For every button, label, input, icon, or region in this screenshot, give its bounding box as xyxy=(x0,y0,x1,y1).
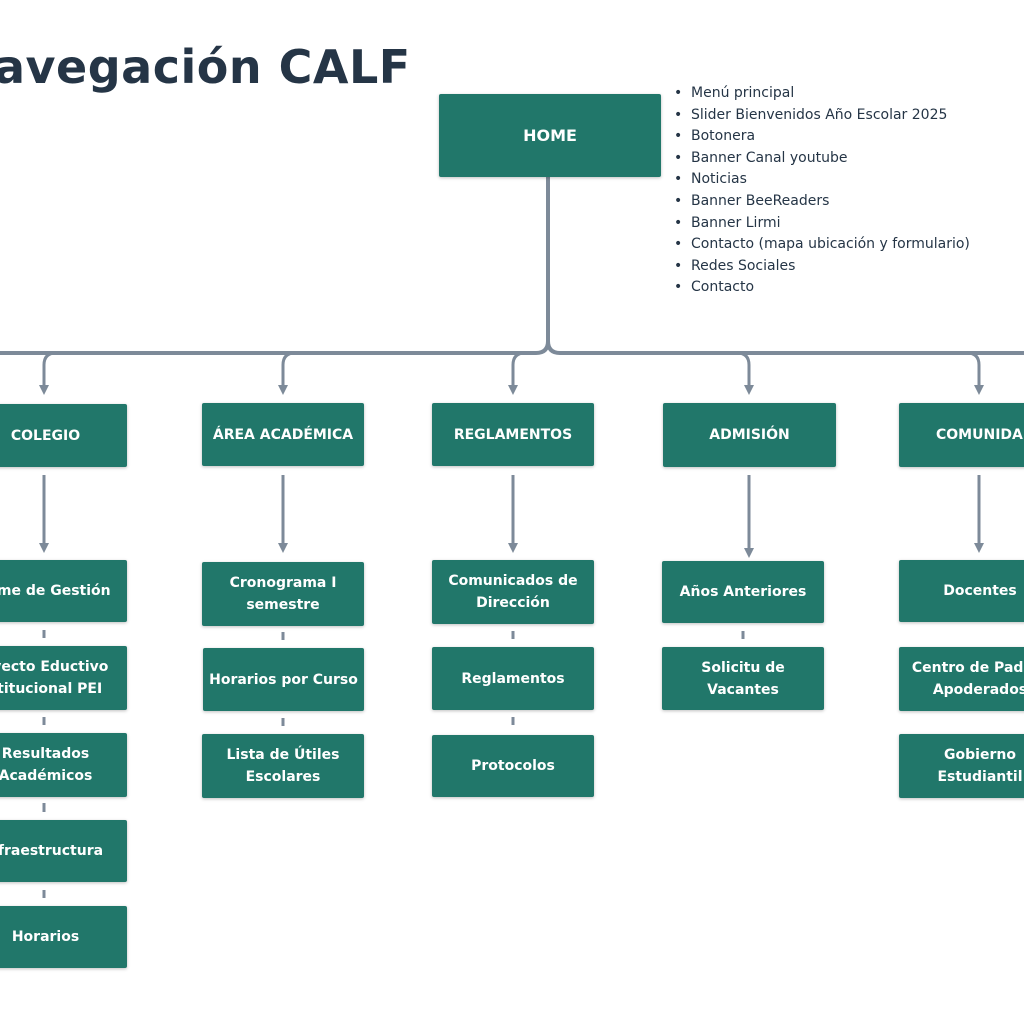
drop-area-academica xyxy=(278,351,296,395)
page-label: Comunicados de Dirección xyxy=(448,573,578,611)
home-list-item: Banner Lirmi xyxy=(672,213,970,235)
page-docentes[interactable]: Docentes xyxy=(899,560,1024,622)
drop-comunidad xyxy=(966,351,984,395)
page-label: Centro de Padres Apoderados xyxy=(911,660,1024,698)
home-list-item: Botonera xyxy=(672,126,970,148)
page-label: Gobierno Estudiantil xyxy=(937,747,1023,785)
home-node[interactable]: HOME xyxy=(439,94,661,177)
page-label: Horarios xyxy=(11,929,80,945)
section-comunidad[interactable]: COMUNIDAD xyxy=(899,403,1024,467)
drop-admision xyxy=(736,351,754,395)
section-colegio[interactable]: COLEGIO xyxy=(0,404,127,467)
home-label: HOME xyxy=(523,125,577,145)
page-label: Resultados Académicos xyxy=(0,746,93,784)
page-proyecto-educativo[interactable]: oyecto Eductivo stitucional PEI xyxy=(0,646,127,710)
home-content-list: Menú principal Slider Bienvenidos Año Es… xyxy=(672,83,970,299)
page-label: oyecto Eductivo stitucional PEI xyxy=(0,659,109,697)
page-informe-de-gestion[interactable]: orme de Gestión xyxy=(0,560,127,622)
home-list-item: Redes Sociales xyxy=(672,256,970,278)
section-label: ADMISIÓN xyxy=(709,427,790,443)
page-horarios-por-curso[interactable]: Horarios por Curso xyxy=(203,648,364,711)
trunk-line-right xyxy=(546,340,1024,355)
trunk-line xyxy=(0,177,550,355)
home-list-item: Slider Bienvenidos Año Escolar 2025 xyxy=(672,105,970,127)
page-protocolos[interactable]: Protocolos xyxy=(432,735,594,797)
page-lista-de-utiles[interactable]: Lista de Útiles Escolares xyxy=(202,734,364,798)
page-infraestructura[interactable]: nfraestructura xyxy=(0,820,127,882)
drop-colegio xyxy=(39,351,57,395)
page-horarios[interactable]: Horarios xyxy=(0,906,127,968)
home-list-item: Banner Canal youtube xyxy=(672,148,970,170)
section-area-academica[interactable]: ÁREA ACADÉMICA xyxy=(202,403,364,466)
page-anos-anteriores[interactable]: Años Anteriores xyxy=(662,561,824,623)
page-label: nfraestructura xyxy=(0,843,104,859)
page-gobierno-estudiantil[interactable]: Gobierno Estudiantil xyxy=(899,734,1024,798)
section-label: REGLAMENTOS xyxy=(453,426,573,443)
page-label: Solicitu de Vacantes xyxy=(701,659,785,698)
page-comunicados[interactable]: Comunicados de Dirección xyxy=(432,560,594,624)
home-list-item: Noticias xyxy=(672,169,970,191)
home-list-item: Menú principal xyxy=(672,83,970,105)
section-reglamentos[interactable]: REGLAMENTOS xyxy=(432,403,594,466)
page-title: avegación CALF xyxy=(0,40,411,94)
section-admision[interactable]: ADMISIÓN xyxy=(663,403,836,467)
section-label: ÁREA ACADÉMICA xyxy=(212,426,354,443)
page-solicitud-vacantes[interactable]: Solicitu de Vacantes xyxy=(662,647,824,710)
page-reglamentos[interactable]: Reglamentos xyxy=(432,647,594,710)
section-label: COLEGIO xyxy=(10,427,81,444)
drop-reglamentos xyxy=(508,351,526,395)
home-list-item: Banner BeeReaders xyxy=(672,191,970,213)
page-cronograma[interactable]: Cronograma I semestre xyxy=(202,562,364,626)
page-label: Reglamentos xyxy=(461,670,565,687)
page-label: Cronograma I semestre xyxy=(229,575,337,613)
page-label: Años Anteriores xyxy=(679,584,807,600)
page-resultados-academicos[interactable]: Resultados Académicos xyxy=(0,733,127,797)
section-label: COMUNIDAD xyxy=(936,427,1024,443)
home-list-item: Contacto xyxy=(672,277,970,299)
page-label: orme de Gestión xyxy=(0,583,111,599)
page-label: Lista de Útiles Escolares xyxy=(226,747,340,785)
page-label: Docentes xyxy=(943,583,1017,599)
page-label: Protocolos xyxy=(471,758,555,774)
page-label: Horarios por Curso xyxy=(209,671,358,688)
page-centro-de-padres[interactable]: Centro de Padres Apoderados xyxy=(899,647,1024,711)
home-list-item: Contacto (mapa ubicación y formulario) xyxy=(672,234,970,256)
